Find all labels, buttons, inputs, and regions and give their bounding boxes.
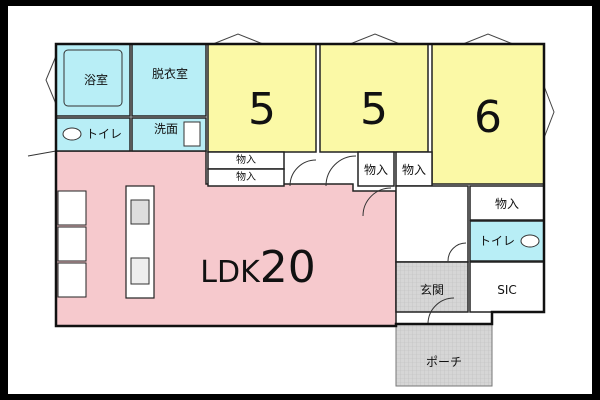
window-bay-top-1 (212, 33, 264, 45)
bedroom-1-area (207, 43, 317, 153)
storage-d-label: 物入 (401, 163, 427, 177)
bath-label: 浴室 (83, 73, 109, 87)
bedroom-1-label: 5 (248, 84, 276, 135)
porch-label: ポーチ (425, 355, 463, 369)
storage-b-area (207, 168, 285, 187)
sic-area (469, 261, 545, 313)
storage-c-area (357, 151, 395, 187)
ldk-text: LDK (200, 255, 260, 290)
cabinet-1 (57, 190, 87, 226)
sic-label: SIC (497, 283, 517, 297)
toilet-right-label: トイレ (478, 234, 516, 248)
window-bay-right (543, 85, 555, 139)
door-swing-4 (427, 297, 455, 325)
window-bay-left (45, 55, 57, 105)
hallway (395, 185, 469, 263)
stove-icon (130, 199, 150, 225)
door-swing-1 (289, 159, 317, 187)
outer-wall (54, 42, 546, 328)
ldk-label: LDK20 (200, 246, 316, 290)
dressing-label: 脱衣室 (151, 67, 189, 81)
bedroom-2-label: 5 (360, 84, 388, 135)
entrance-label: 玄関 (419, 283, 445, 297)
toilet-left-icon (62, 127, 82, 141)
toilet-right-icon (520, 234, 540, 248)
washbasin-icon (183, 121, 201, 147)
cabinet-2 (57, 226, 87, 262)
floor-plan-frame: 浴室 脱衣室 トイレ 洗面 5 5 6 物入 物入 物入 物入 物入 トイレ L… (8, 6, 592, 394)
bedroom-3-area (431, 43, 545, 185)
storage-c-label: 物入 (363, 163, 389, 177)
door-swing-3 (362, 187, 392, 217)
storage-e-area (469, 185, 545, 221)
sink-icon (130, 257, 150, 285)
cabinet-3 (57, 262, 87, 298)
toilet-left-label: トイレ (85, 127, 123, 141)
entrance-area (395, 261, 469, 313)
floor-plan-drawing (27, 33, 555, 387)
ldk-size: 20 (259, 242, 316, 293)
door-swing-5 (447, 242, 467, 262)
window-bay-top-2 (349, 33, 401, 45)
door-swing-6 (27, 150, 57, 157)
porch-area (395, 323, 493, 387)
storage-d-area (395, 151, 433, 187)
bathtub (63, 49, 123, 107)
washroom-label: 洗面 (153, 122, 179, 136)
storage-a-label: 物入 (236, 155, 256, 166)
storage-e-label: 物入 (494, 197, 520, 211)
dressing-area (131, 43, 207, 117)
storage-b-label: 物入 (236, 172, 256, 183)
door-swing-2 (325, 155, 357, 187)
bedroom-3-label: 6 (474, 92, 502, 143)
window-bay-top-3 (462, 33, 514, 45)
